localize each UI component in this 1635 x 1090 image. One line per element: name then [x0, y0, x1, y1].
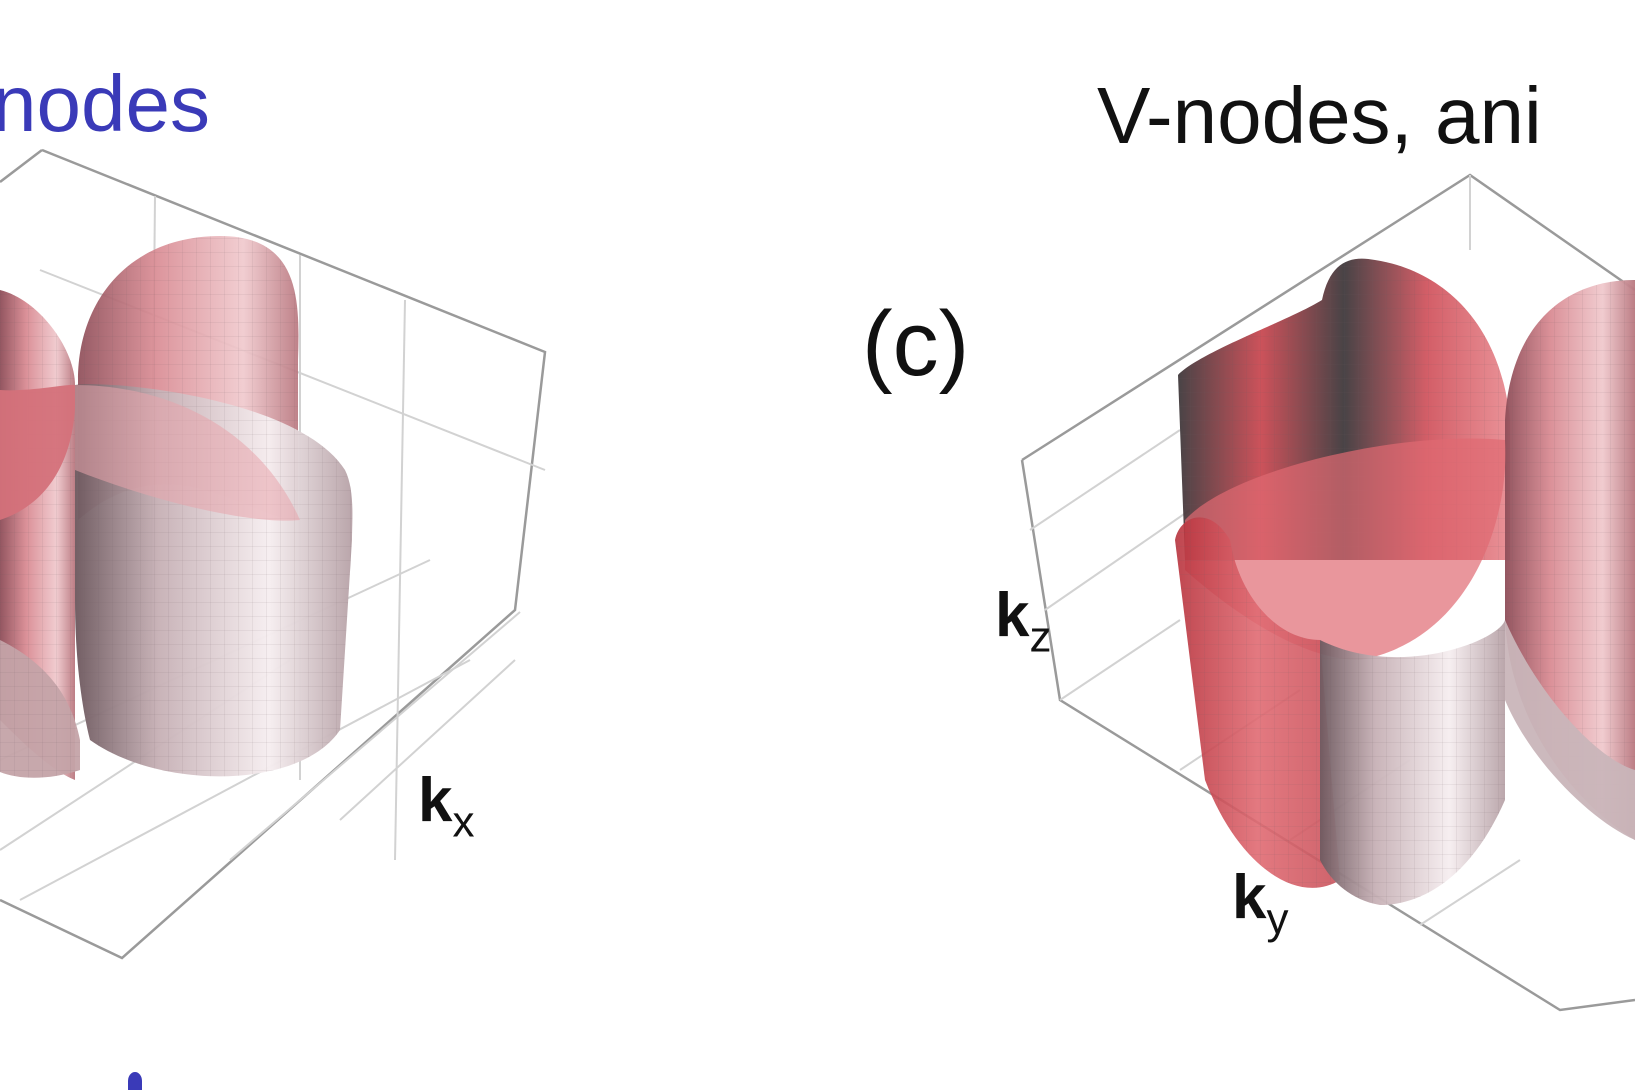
- left-plot: [0, 148, 547, 960]
- panel-label-c: (c): [862, 293, 970, 395]
- left-bounding-box: [0, 148, 547, 960]
- kx-axis-label: kx: [418, 766, 475, 847]
- right-front-lobe: [1175, 517, 1505, 905]
- left-center-cap: [0, 384, 76, 520]
- ky-axis-label: ky: [1232, 863, 1289, 944]
- left-lower-lobe: [75, 384, 353, 777]
- right-plot: [1020, 173, 1635, 1012]
- right-center-cap: [1185, 438, 1506, 660]
- right-lower-edge-lobe: [1505, 620, 1635, 840]
- cropped-glyph-fragment: [128, 1072, 142, 1090]
- left-panel-title: nodes: [0, 59, 210, 148]
- right-panel-title: V-nodes, ani: [1097, 71, 1542, 160]
- left-bottom-lobe: [0, 640, 80, 778]
- kz-axis-label: kz: [995, 581, 1052, 662]
